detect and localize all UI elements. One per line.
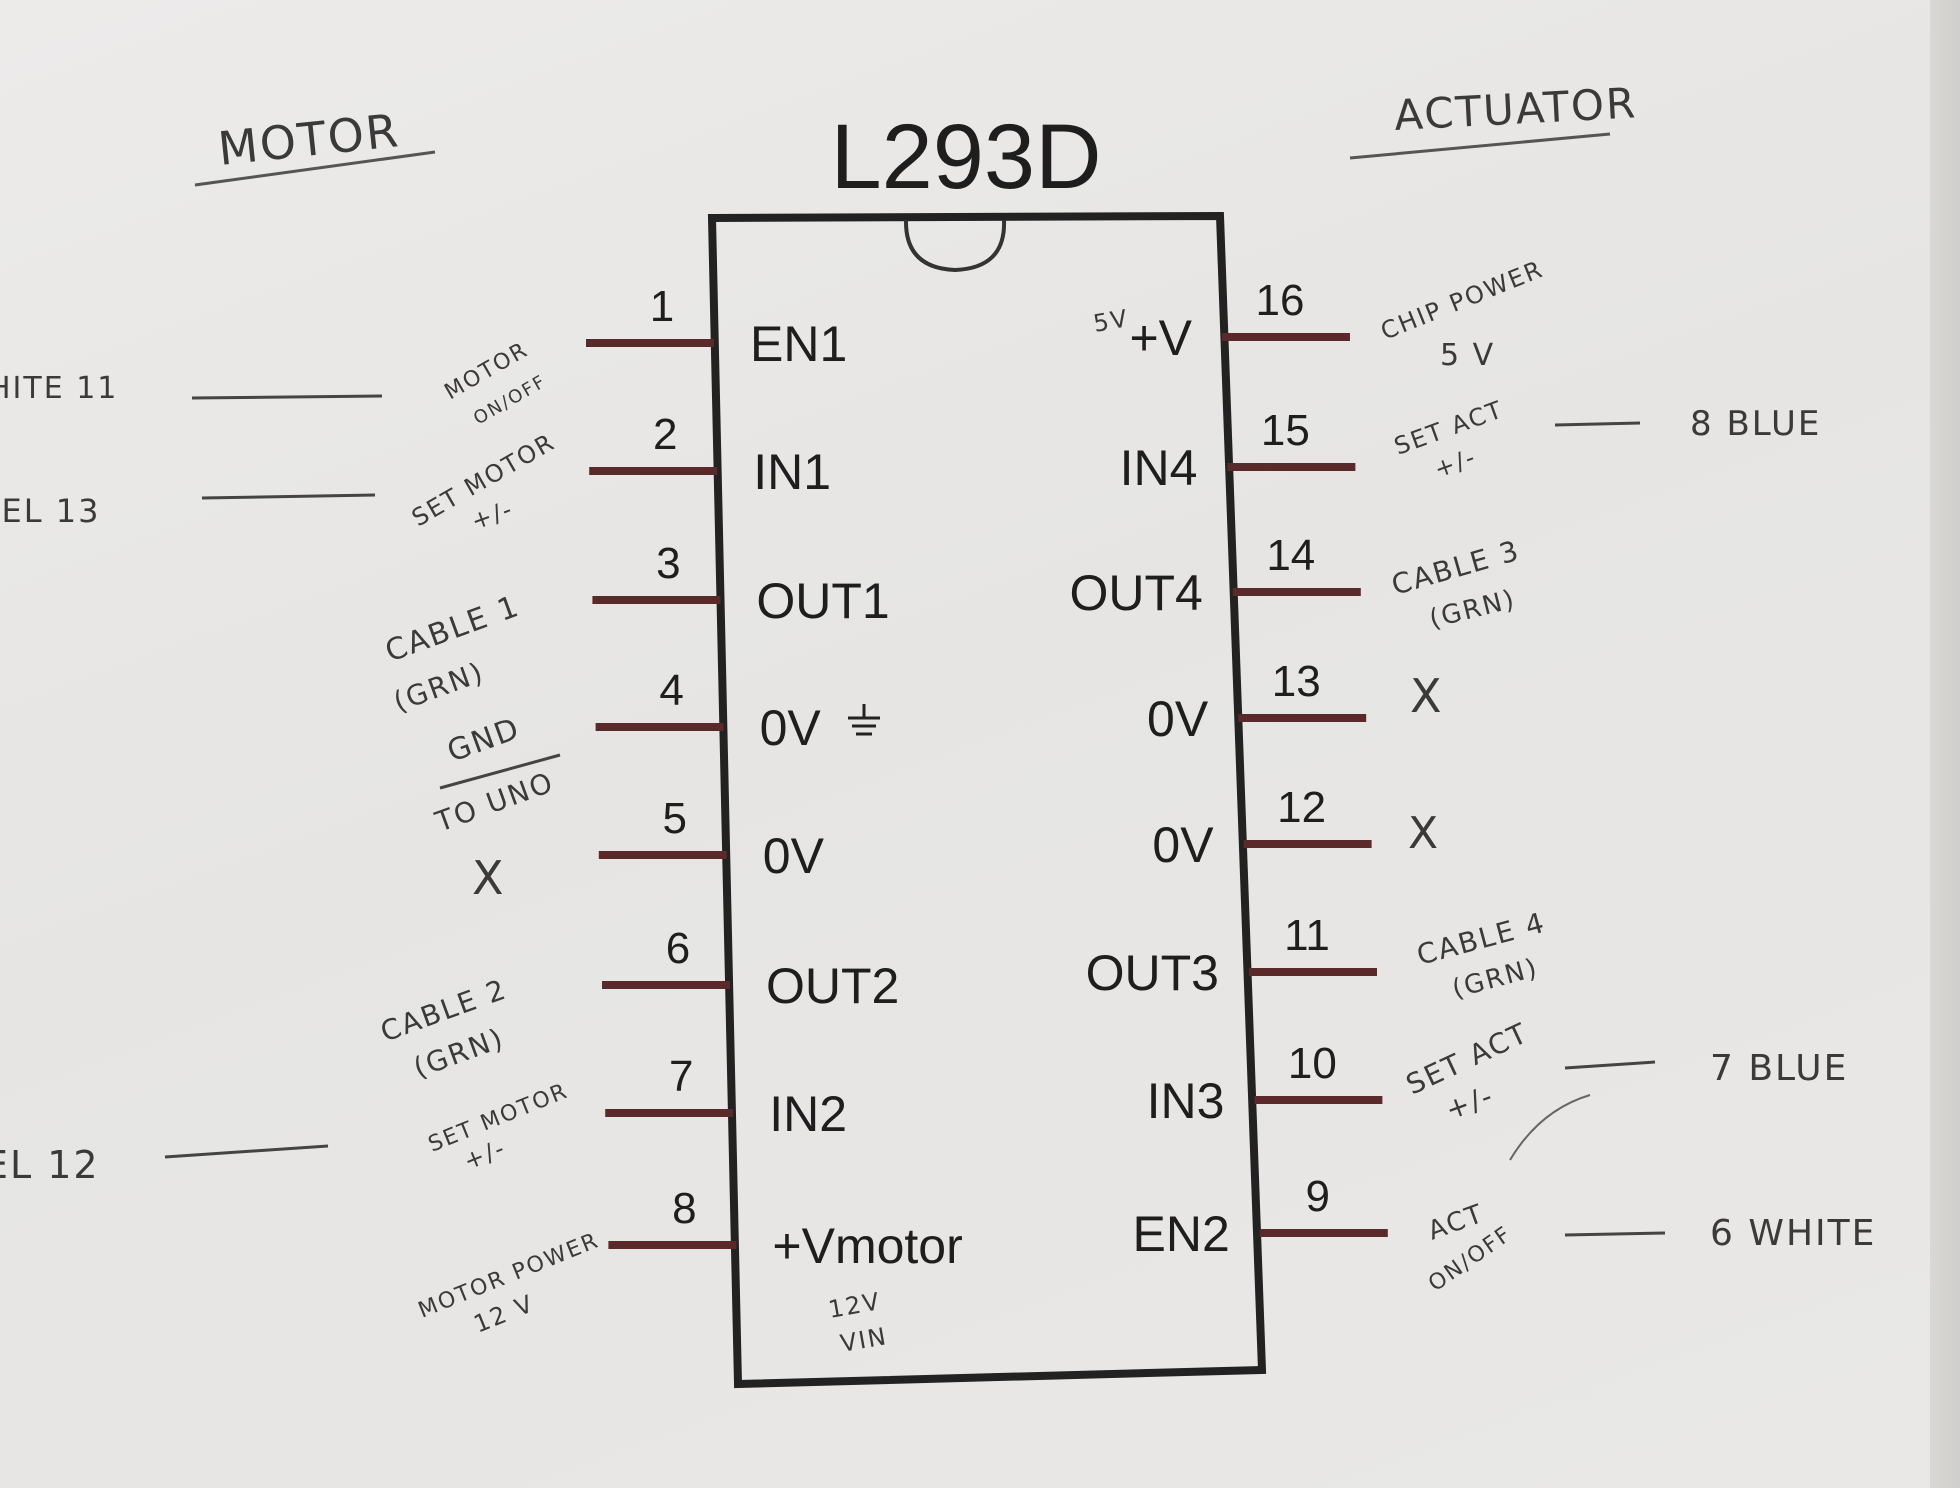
pin-16-number: 16 [1256,276,1305,325]
pin-10-label: IN3 [1147,1073,1225,1129]
pin3-note-line1: CABLE 1 [381,589,525,670]
pin-3-label: OUT1 [756,573,889,629]
pin9-wire-line [1564,1231,1666,1237]
pin15-wire-note: 8 BLUE [1690,404,1821,444]
pin8-voltage-note-line2: VIN [838,1322,890,1358]
right-wire-notes: 8 BLUE 7 BLUE 6 WHITE [1509,404,1876,1254]
page-edge [1930,0,1960,1488]
pin7-wire-note: EL 12 [0,1143,100,1187]
pin-14-label: OUT4 [1069,565,1202,621]
pin-8-number: 8 [672,1184,696,1233]
pin5-note: X [472,851,506,905]
pin-2-number: 2 [653,410,677,459]
pin16-note-line2: 5 V [1440,338,1495,373]
pin9-wire-note: 6 WHITE [1710,1213,1876,1254]
pin-4-number: 4 [659,666,683,715]
pin-5-number: 5 [663,794,687,843]
pin13-note: X [1410,669,1444,723]
pin-14-number: 14 [1266,531,1315,580]
pin-15-label: IN4 [1120,440,1198,496]
left-wire-notes: HITE 11 YEL 13 EL 12 [0,371,383,1187]
heading-motor-underline [194,150,436,187]
pin16-note-line1: CHIP POWER [1377,255,1548,346]
pin-2-label: IN1 [753,444,831,500]
pin10-stray-mark [1509,1094,1591,1161]
pin-12-label: 0V [1152,817,1214,873]
pin-6-number: 6 [666,924,690,973]
pin-9-label: EN2 [1133,1206,1230,1262]
pin-5-label: 0V [763,828,825,884]
pin-9-number: 9 [1306,1172,1330,1221]
pin10-note-line2: +/- [1441,1079,1498,1127]
pin10-wire-line [1564,1060,1656,1070]
chip-notch [903,219,1007,273]
pin-7-label: IN2 [769,1086,847,1142]
pin12-note: X [1408,808,1440,859]
pin15-note-line2: +/- [1430,443,1480,484]
pin-11-number: 11 [1284,911,1330,960]
chip-title: L293D [830,106,1101,208]
left-notes: MOTOR ON/OFF SET MOTOR +/- CABLE 1 (GRN)… [376,337,603,1338]
pin11-note-line2: (GRN) [1449,953,1542,1005]
pin14-note-line2: (GRN) [1426,584,1519,634]
pin16-voltage-note: 5V [1091,304,1131,338]
pin-7-number: 7 [669,1052,693,1101]
pin-6-label: OUT2 [766,958,899,1014]
heading-actuator: ACTUATOR [1393,78,1638,140]
pin-1-number: 1 [650,282,674,331]
pin-12-number: 12 [1277,783,1326,832]
pin4-note-divider [439,753,561,790]
pin-13-label: 0V [1147,691,1209,747]
pin-15-number: 15 [1261,406,1310,455]
pin2-wire-line [201,493,376,500]
pin1-wire-line [191,394,383,400]
pin-8-label: +Vmotor [772,1218,962,1274]
pin4-note-line1: GND [443,711,525,769]
pin15-wire-line [1554,421,1641,427]
pin-13-number: 13 [1272,657,1321,706]
pin7-wire-line [164,1144,329,1159]
pin1-wire-note: HITE 11 [0,371,118,406]
ground-symbol [848,704,880,736]
chip-body [707,211,1267,1389]
pin-4-label: 0V [760,700,822,756]
heading-motor: MOTOR [216,103,403,176]
pin8-voltage-note-line1: 12V [826,1287,883,1324]
pin-16-label: +V [1129,310,1192,366]
pin4-note-line2: TO UNO [430,765,558,839]
pin-1-label: EN1 [750,316,847,372]
heading-actuator-underline [1349,132,1611,160]
pin2-wire-note: YEL 13 [0,492,100,530]
pin-3-number: 3 [656,539,680,588]
pin-10-number: 10 [1288,1039,1337,1088]
pin10-wire-note: 7 BLUE [1710,1048,1848,1089]
pin-11-label: OUT3 [1086,945,1219,1001]
